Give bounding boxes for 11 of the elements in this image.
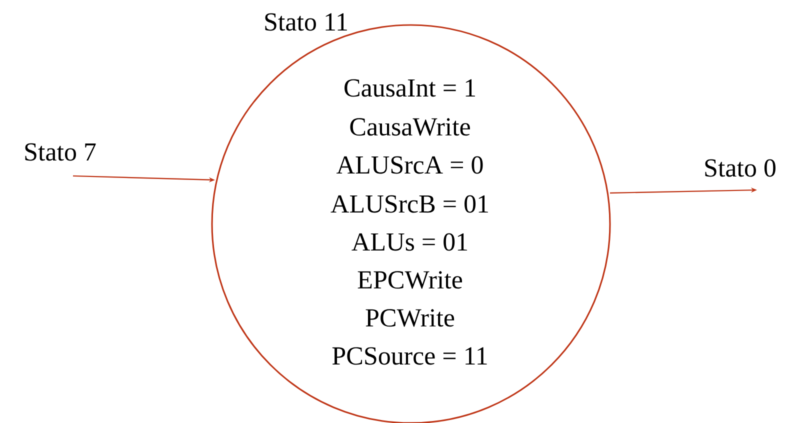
state-name: Stato 11 — [265, 13, 347, 31]
state-label: Stato 0 — [705, 159, 776, 177]
output-signal: PCSource = 11 — [332, 347, 487, 365]
output-signal: ALUSrcA = 0 — [336, 156, 483, 174]
output-signal: EPCWrite — [358, 271, 462, 289]
state-label: Stato 7 — [25, 143, 96, 161]
output-signal: CausaWrite — [350, 118, 470, 136]
output-signal: ALUSrcB = 01 — [330, 195, 488, 213]
output-signal: ALUs = 01 — [352, 233, 468, 251]
output-signal: PCWrite — [366, 309, 454, 327]
output-signal: CausaInt = 1 — [344, 79, 475, 97]
